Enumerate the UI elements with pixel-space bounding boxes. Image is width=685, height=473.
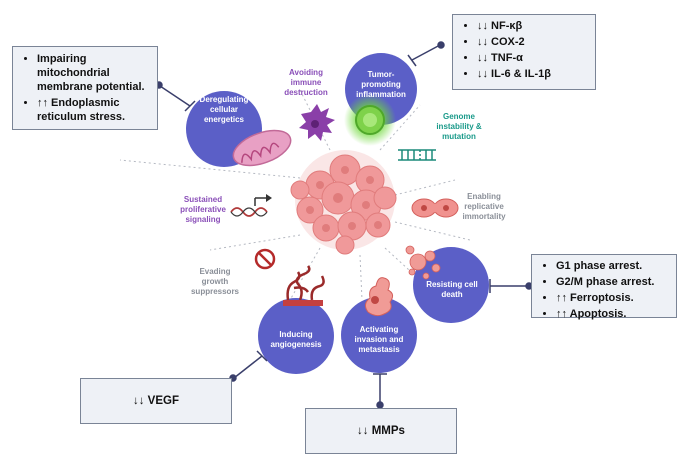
tumor-cluster	[290, 150, 397, 255]
label-evading-suppressors: Evading growth suppressors	[190, 267, 240, 296]
label-invasion: Activating invasion and metastasis	[354, 325, 404, 354]
box-cell-death-effects: G1 phase arrest. G2/M phase arrest. ↑↑ F…	[531, 254, 677, 321]
box-item: ↓↓ COX-2	[477, 35, 587, 49]
label-resisting-death: Resisting cell death	[426, 280, 478, 299]
box-item: G1 phase arrest.	[556, 259, 668, 273]
dividing-cell-icon	[411, 198, 459, 218]
prohibition-icon	[254, 248, 276, 270]
label-deregulating-energetics: Deregulating cellular energetics	[199, 95, 249, 124]
label-replicative-immortality: Enabling replicative immortality	[462, 192, 506, 221]
box-item: ↑↑ Ferroptosis.	[556, 291, 668, 305]
box-inflammation-markers: ↓↓ NF-κβ ↓↓ COX-2 ↓↓ TNF-α ↓↓ IL-6 & IL-…	[452, 14, 596, 90]
circle-resisting-death	[413, 247, 489, 323]
mitochondrion-icon	[232, 129, 292, 167]
invasive-cell-icon	[364, 277, 394, 317]
box-mitochondria-effects: Impairing mitochondrial membrane potenti…	[12, 46, 158, 130]
label-proliferative-signaling: Sustained proliferative signaling	[180, 195, 226, 224]
label-angiogenesis: Inducing angiogenesis	[270, 330, 322, 349]
box-vegf: ↓↓ VEGF	[80, 378, 232, 424]
label-tumor-inflammation: Tumor-promoting inflammation	[356, 70, 406, 99]
circle-invasion	[341, 297, 417, 373]
box-item: ↓↓ NF-κβ	[477, 19, 587, 33]
box-item: ↑↑ Apoptosis.	[556, 307, 668, 321]
box-item: ↓↓ TNF-α	[477, 51, 587, 65]
box-item: ↓↓ IL-6 & IL-1β	[477, 67, 587, 81]
box-mmps: ↓↓ MMPs	[305, 408, 457, 454]
blood-vessel-icon	[283, 265, 325, 306]
box-item: Impairing mitochondrial membrane potenti…	[37, 52, 149, 94]
proliferative-signal-icon	[230, 194, 272, 217]
label-avoiding-immune: Avoiding immune destruction	[284, 68, 328, 97]
box-item: ↑↑ Endoplasmic reticulum stress.	[37, 96, 149, 124]
immune-cell-icon	[299, 104, 335, 141]
label-genome-instability: Genome instability & mutation	[436, 112, 482, 141]
apoptotic-cell-icon	[405, 245, 441, 280]
inhibition-connectors	[155, 41, 533, 409]
box-item: G2/M phase arrest.	[556, 275, 668, 289]
circle-angiogenesis	[258, 298, 334, 374]
dna-ladder-icon	[398, 149, 436, 161]
